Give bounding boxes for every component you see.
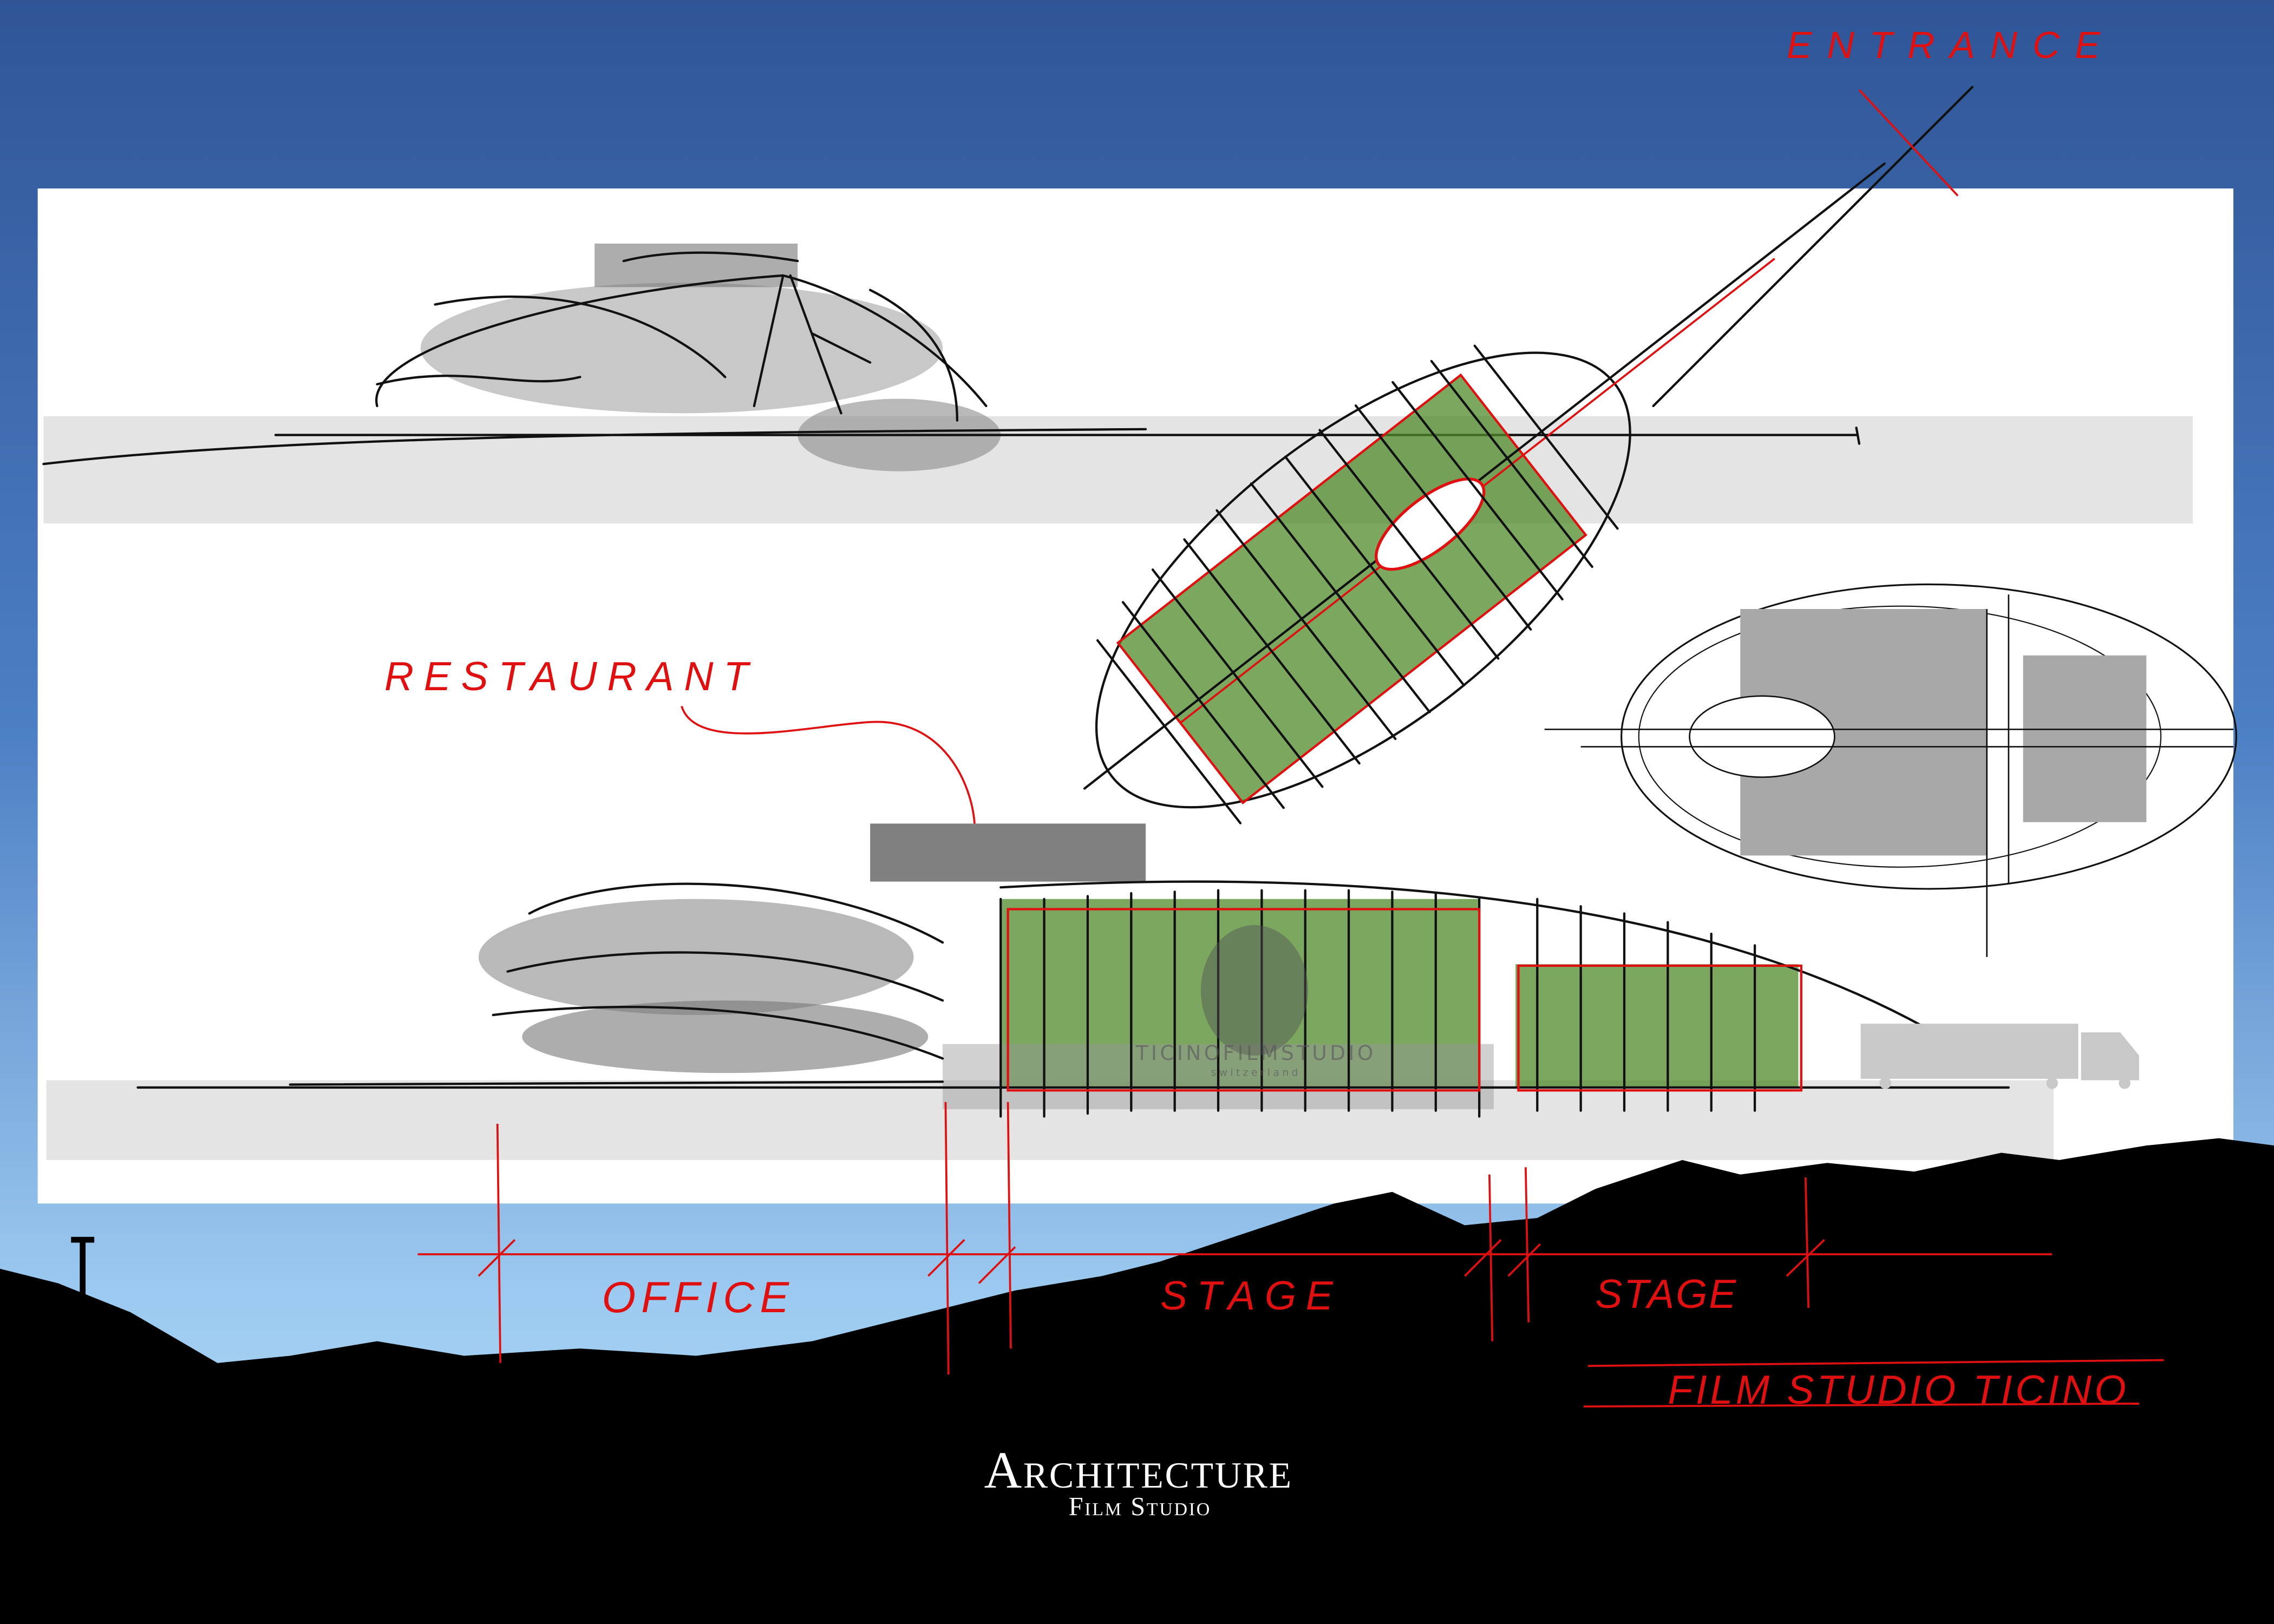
plan-sketch-rotated [1083, 162, 1886, 824]
label-project-name: FILM STUDIO TICINO [1668, 1367, 2125, 1412]
tower-icon [71, 1236, 95, 1313]
label-stage-2: STAGE [1595, 1271, 1736, 1317]
title-main: Architecture [984, 1441, 1293, 1499]
title-sub: Film Studio [1069, 1492, 1211, 1521]
watermark-location: switzerland [1211, 1068, 1301, 1079]
dimension-lines [417, 1102, 2164, 1408]
mountain-silhouette [0, 1138, 2274, 1624]
truck-icon [1860, 1024, 2139, 1089]
plan-sketch-right [1544, 583, 2237, 957]
watermark-name: TICINOFILMSTUDIO [1135, 1041, 1376, 1065]
ground-band-lower [46, 1080, 2054, 1160]
label-office: OFFICE [602, 1273, 790, 1322]
ground-band-upper [43, 416, 2193, 523]
elevation-sketch-upper [42, 244, 1861, 472]
section-sketch-lower [136, 705, 2010, 1118]
label-restaurant: RESTAURANT [384, 653, 752, 699]
watermark: TICINOFILMSTUDIO switzerland [1135, 925, 1376, 1079]
watermark-logo-icon [1200, 925, 1309, 1056]
